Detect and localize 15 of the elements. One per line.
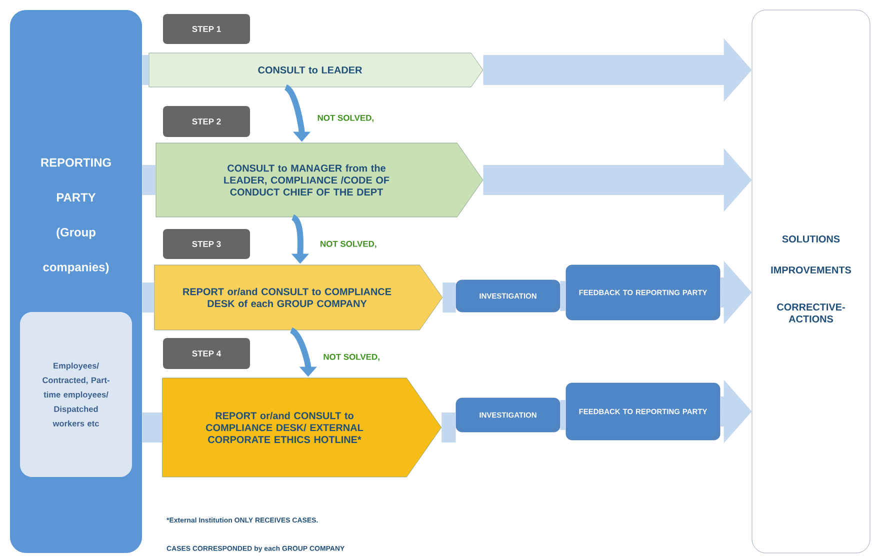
edge-label: NOT SOLVED, <box>318 114 374 122</box>
edge-label: NOT SOLVED, <box>324 354 380 362</box>
step-badge: STEP 2 <box>163 106 250 137</box>
step-badge: STEP 4 <box>163 338 250 369</box>
step-arrow-box: REPORT or/and CONSULT to COMPLIANCE DESK of each GROUP COMPANY <box>154 264 443 330</box>
result-text: IMPROVEMENTS <box>771 266 852 274</box>
panel-title: REPORTING PARTY (Group companies) <box>41 158 111 274</box>
step-arrow-box: CONSULT to MANAGER from the LEADER, COMPLIANCE /CODE OF CONDUCT CHIEF OF THE DEPT <box>156 142 484 218</box>
step-badge: STEP 3 <box>163 229 250 259</box>
group-box: Employees/ Contracted, Part-time employees/ Dispatched workers etc <box>20 312 132 477</box>
edge-label: NOT SOLVED, <box>320 240 376 248</box>
step-arrow-box: REPORT or/and CONSULT to COMPLIANCE DESK/ EXTERNAL CORPORATE ETHICS HOTLINE* <box>162 378 442 478</box>
result-text: CORRECTIVE- ACTIONS <box>777 304 845 322</box>
step-badge: STEP 1 <box>163 14 250 44</box>
result-text: SOLUTIONS <box>782 235 840 243</box>
